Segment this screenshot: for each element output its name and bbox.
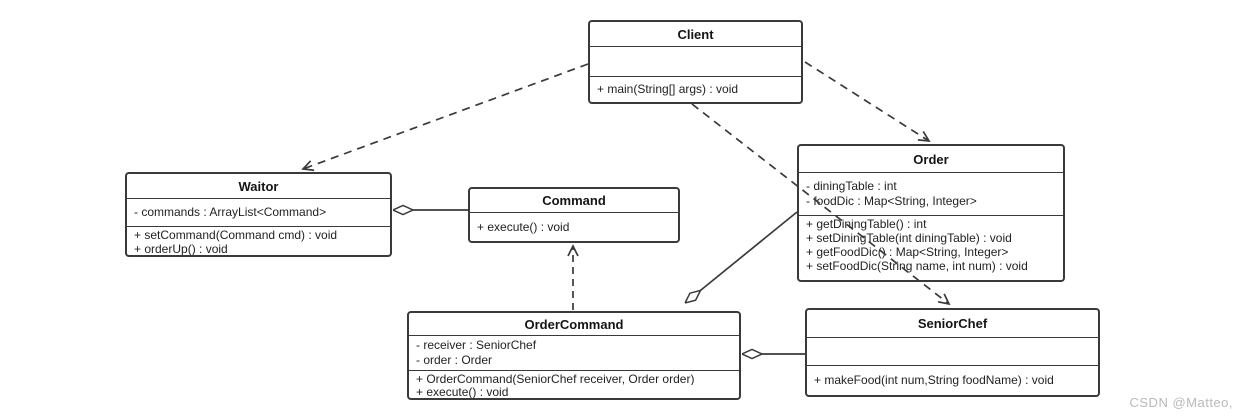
methods-section: + setCommand(Command cmd) : void + order… — [127, 227, 390, 255]
class-title-waitor: Waitor — [127, 174, 390, 199]
aggregation-ordercommand-order — [685, 211, 798, 303]
methods-section: + execute() : void — [470, 213, 678, 241]
class-box-seniorchef: SeniorChef + makeFood(int num,String foo… — [805, 308, 1100, 397]
class-box-ordercommand: OrderCommand - receiver : SeniorChef - o… — [407, 311, 741, 400]
class-box-waitor: Waitor - commands : ArrayList<Command> +… — [125, 172, 392, 257]
methods-section: + OrderCommand(SeniorChef receiver, Orde… — [409, 371, 739, 398]
dependency-client-to-order — [804, 61, 931, 143]
method-line: + getDiningTable() : int — [806, 217, 927, 231]
attribute-line: - commands : ArrayList<Command> — [134, 205, 327, 219]
method-line: + makeFood(int num,String foodName) : vo… — [814, 373, 1054, 387]
class-title-seniorchef: SeniorChef — [807, 310, 1098, 338]
class-title-client: Client — [590, 22, 801, 47]
class-title-ordercommand: OrderCommand — [409, 313, 739, 336]
attribute-line: - receiver : SeniorChef — [416, 338, 537, 352]
attributes-section — [807, 338, 1098, 366]
attribute-line: - foodDic : Map<String, Integer> — [806, 194, 977, 208]
method-line: + setDiningTable(int diningTable) : void — [806, 231, 1012, 245]
attributes-section: - receiver : SeniorChef - order : Order — [409, 336, 739, 371]
class-box-order: Order - diningTable : int - foodDic : Ma… — [797, 144, 1065, 282]
method-line: + OrderCommand(SeniorChef receiver, Orde… — [416, 372, 695, 385]
methods-section: + main(String[] args) : void — [590, 77, 801, 102]
class-title-order: Order — [799, 146, 1063, 173]
attributes-section: - diningTable : int - foodDic : Map<Stri… — [799, 173, 1063, 216]
csdn-watermark: CSDN @Matteo, — [1129, 395, 1233, 410]
class-box-client: Client + main(String[] args) : void — [588, 20, 803, 104]
methods-section: + getDiningTable() : int + setDiningTabl… — [799, 216, 1063, 280]
method-line: + getFoodDic() : Map<String, Integer> — [806, 245, 1009, 259]
dependency-client-to-waitor — [301, 63, 589, 172]
attributes-section: - commands : ArrayList<Command> — [127, 199, 390, 227]
class-title-command: Command — [470, 189, 678, 213]
attributes-section — [590, 47, 801, 77]
attribute-line: - order : Order — [416, 353, 493, 367]
method-line: + main(String[] args) : void — [597, 82, 739, 96]
method-line: + execute() : void — [477, 219, 570, 234]
class-box-command: Command + execute() : void — [468, 187, 680, 243]
method-line: + orderUp() : void — [134, 241, 228, 255]
method-line: + execute() : void — [416, 385, 509, 398]
method-line: + setCommand(Command cmd) : void — [134, 228, 338, 242]
methods-section: + makeFood(int num,String foodName) : vo… — [807, 366, 1098, 395]
attribute-line: - diningTable : int — [806, 179, 897, 193]
method-line: + setFoodDic(String name, int num) : voi… — [806, 259, 1028, 273]
